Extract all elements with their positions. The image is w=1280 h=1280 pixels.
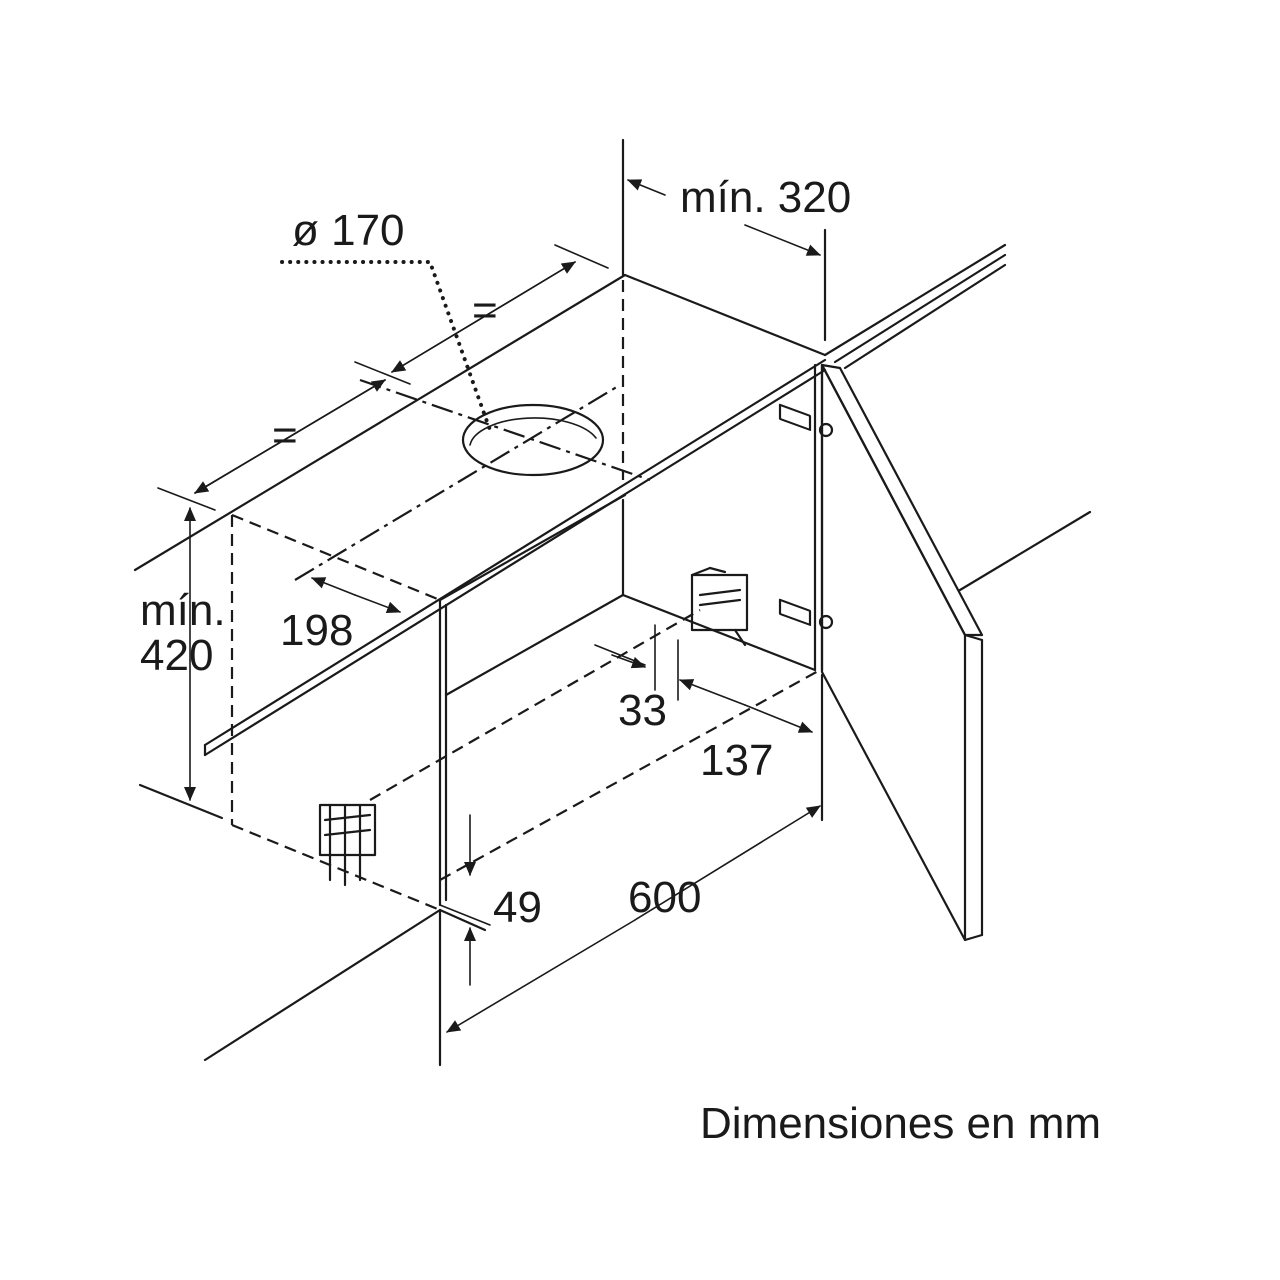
offset-198-label: 198 [280,606,353,655]
min-depth-label: mín. 320 [680,173,851,222]
width-600-arrow-a [446,919,636,1033]
equal-dimension-lines [157,244,609,511]
centerline-hole [359,378,651,482]
door-hinge-top [778,403,834,438]
cabinet-door [820,363,984,942]
duct-hole-inner [469,417,597,446]
hidden-edges [230,280,821,912]
mounting-bracket-left [318,803,377,887]
offset-33-label: 33 [618,686,667,735]
depth-arrow-left [627,179,666,196]
door-hinge-bottom [778,598,834,630]
diameter-leader [280,260,492,432]
cabinet-top [133,243,1007,757]
units-caption: Dimensiones en mm [700,1099,1101,1148]
depth-arrow-right [744,224,821,256]
offset-198-arrow-b [354,594,401,614]
equal-label-right: = [472,286,498,335]
min-height-label-line1: mín. [140,586,226,635]
offset-33-arrow [611,654,646,669]
offset-198-arrow-a [311,577,356,596]
cabinet-interior [438,363,824,907]
duct-hole [461,403,605,477]
offset-49-label: 49 [493,883,542,932]
centerline-top [294,384,621,581]
width-600-arrow-b [634,805,821,921]
offset-49-ref [439,904,491,926]
offset-137-label: 137 [700,736,773,785]
equal-label-left: = [272,411,298,460]
width-600-label: 600 [628,873,701,922]
diameter-label: ø 170 [292,206,405,255]
mounting-bracket-right [690,566,749,647]
offset-33-ref [594,644,646,666]
min-height-label-line2: 420 [140,631,213,680]
lower-cabinet [138,510,1092,1067]
offset-137-arrow-a [679,679,746,706]
offset-137-arrow-b [744,704,813,733]
